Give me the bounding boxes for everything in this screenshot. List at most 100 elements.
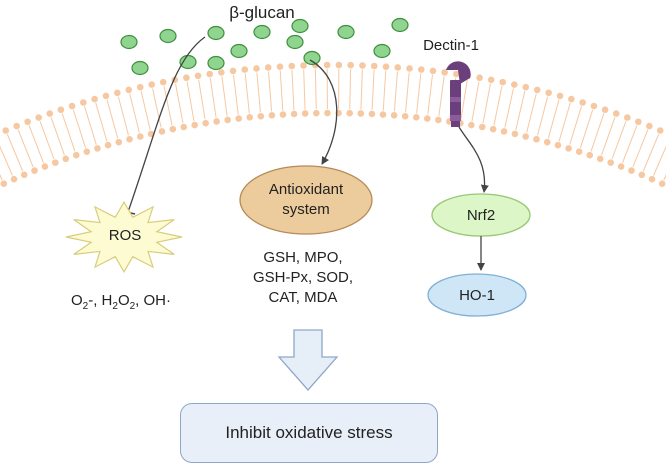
dectin-1-label: Dectin-1 — [423, 37, 479, 54]
lipid-tail — [493, 85, 503, 126]
lipid-tail — [482, 83, 491, 124]
lipid-head — [499, 78, 507, 86]
lipid-head — [31, 167, 38, 174]
beta-glucan-particle — [207, 55, 225, 71]
beta-glucan-particle — [373, 43, 391, 59]
lipid-head — [300, 62, 307, 69]
lipid-tail — [198, 79, 206, 120]
lipid-head — [533, 135, 540, 143]
arrow-to-antioxidant — [309, 59, 338, 165]
lipid-head — [533, 86, 541, 94]
lipid-head — [601, 106, 609, 114]
lipid-head — [579, 99, 586, 106]
lipid-tail — [314, 69, 317, 110]
lipid-head — [191, 121, 198, 129]
lipid-head — [359, 62, 366, 69]
lipid-tail — [416, 73, 422, 114]
lipid-head — [586, 151, 594, 159]
lipid-head — [607, 159, 615, 166]
lipid-tail — [95, 102, 108, 142]
ho1-label: HO-1 — [459, 287, 495, 304]
beta-glucan-particle — [230, 43, 248, 59]
lipid-tail — [382, 70, 387, 111]
lipid-head — [346, 109, 353, 117]
lipid-tail — [642, 134, 660, 172]
lipid-head — [83, 148, 91, 156]
lipid-head — [510, 81, 518, 88]
nrf2-label: Nrf2 — [467, 207, 495, 224]
cell-membrane — [0, 61, 666, 187]
lipid-tail — [460, 79, 468, 120]
lipid-tail — [140, 90, 151, 131]
antioxidant-label-line2: system — [282, 201, 330, 218]
lipid-head — [51, 159, 59, 166]
lipid-head — [41, 163, 49, 170]
lipid-tail — [360, 69, 363, 110]
beta-glucan-label: β-glucan — [229, 3, 295, 22]
lipid-head — [590, 102, 598, 110]
lipid-head — [241, 66, 249, 73]
lipid-head — [335, 61, 343, 69]
lipid-head — [489, 125, 497, 133]
lipid-head — [206, 70, 213, 78]
lipid-tail — [393, 71, 398, 112]
ho1-node — [427, 273, 527, 317]
lipid-tail — [39, 121, 55, 160]
lipid-tail — [84, 106, 97, 145]
lipid-tail — [117, 96, 129, 136]
lipid-head — [554, 141, 562, 149]
lipid-head — [401, 112, 409, 120]
inhibition-line-to-ros — [127, 36, 206, 213]
lipid-tail — [349, 69, 352, 110]
lipid-head — [2, 127, 10, 134]
lipid-head — [368, 110, 376, 118]
lipid-head — [575, 148, 583, 156]
beta-glucan-particle — [159, 28, 177, 44]
lipid-head — [24, 118, 31, 126]
lipid-tail — [515, 90, 526, 131]
lipid-head — [648, 175, 656, 183]
lipid-head — [229, 67, 237, 75]
lipid-head — [617, 163, 625, 170]
lipid-head — [180, 123, 188, 131]
beta-glucan-particle — [303, 50, 321, 66]
lipid-head — [246, 114, 254, 121]
lipid-tail — [611, 121, 627, 160]
lipid-head — [468, 121, 475, 129]
lipid-head — [476, 74, 483, 82]
lipid-head — [224, 116, 231, 124]
lipid-tail — [427, 74, 433, 115]
beta-glucan-particle — [131, 60, 149, 76]
lipid-tail — [244, 73, 250, 114]
lipid-head — [290, 110, 298, 118]
lipid-head — [10, 175, 18, 183]
beta-glucan-particle — [120, 34, 138, 50]
lipid-head — [0, 180, 8, 187]
outcome-label: Inhibit oxidative stress — [225, 423, 393, 442]
lipid-tail — [601, 117, 616, 156]
lipid-head — [183, 74, 190, 82]
lipid-head — [94, 145, 101, 152]
lipid-tail — [579, 109, 594, 149]
lipid-head — [194, 72, 202, 80]
lipid-tail — [504, 88, 514, 128]
lipid-head — [324, 109, 331, 117]
lipid-head — [441, 69, 448, 76]
lipid-tail — [526, 93, 537, 133]
beta-glucan-particle — [253, 24, 271, 40]
lipid-head — [276, 63, 284, 70]
lipid-head — [62, 155, 70, 163]
lipid-head — [406, 65, 413, 72]
lipid-head — [323, 61, 331, 69]
lipid-tail — [537, 96, 549, 136]
lipid-tail — [72, 109, 87, 149]
lipid-head — [268, 112, 276, 119]
lipid-tail — [209, 77, 217, 118]
lipid-head — [202, 119, 209, 127]
lipid-tail — [186, 81, 195, 122]
lipid-head — [158, 128, 166, 135]
lipid-head — [638, 171, 646, 179]
lipid-head — [253, 65, 260, 72]
lipid-tail — [256, 72, 261, 113]
lipid-head — [80, 99, 87, 106]
